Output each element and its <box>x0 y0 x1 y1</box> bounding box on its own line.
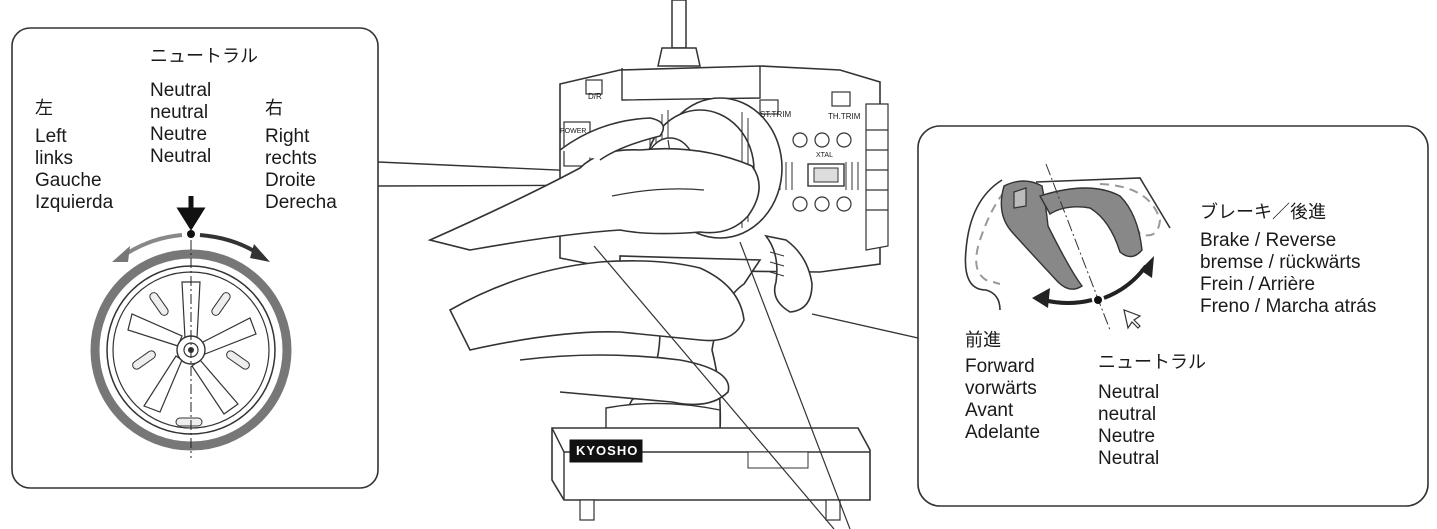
steer-left-fr: Gauche <box>35 170 102 191</box>
steering-callout <box>11 27 669 489</box>
throttle-neutral-es: Neutral <box>1098 448 1160 469</box>
pointer-icon <box>1123 309 1142 330</box>
forward-fr: Avant <box>965 400 1014 421</box>
power-label: POWER <box>560 128 587 135</box>
throttle-neutral-jp: ニュートラル <box>1098 352 1206 373</box>
brake-jp: ブレーキ／後進 <box>1200 202 1326 223</box>
forward-de: vorwärts <box>965 378 1037 399</box>
steer-right-labels: Right rechts Droite Derecha <box>265 126 337 214</box>
neutral-down-arrow <box>176 196 206 231</box>
steer-left-jp: 左 <box>35 98 53 119</box>
transmitter-body <box>427 0 919 529</box>
steer-right-de: rechts <box>265 148 317 169</box>
steer-left-en: Left <box>35 126 67 147</box>
throttle-neutral-en: Neutral <box>1098 382 1160 403</box>
throttle-neutral-labels: Neutral neutral Neutre Neutral <box>1098 382 1159 470</box>
steer-left-es: Izquierda <box>35 192 114 213</box>
brake-en: Brake / Reverse <box>1200 230 1337 251</box>
throttle-trigger <box>1000 180 1084 290</box>
brake-es: Freno / Marcha atrás <box>1200 296 1377 317</box>
steer-right-en: Right <box>265 126 310 147</box>
brake-de: bremse / rückwärts <box>1200 252 1361 273</box>
forward-es: Adelante <box>965 422 1041 443</box>
brand-logo: KYOSHO <box>576 443 639 458</box>
dr-label: D/R <box>588 92 602 101</box>
st-trim-label: ST.TRIM <box>760 110 792 119</box>
steer-neutral-fr: Neutre <box>150 124 208 145</box>
throttle-neutral-de: neutral <box>1098 404 1157 425</box>
throttle-neutral-fr: Neutre <box>1098 426 1156 447</box>
steering-wheel <box>90 240 292 458</box>
throttle-callout <box>917 125 1429 507</box>
forward-labels: Forward vorwärts Avant Adelante <box>965 356 1040 444</box>
steer-right-es: Derecha <box>265 192 337 213</box>
steer-left-de: links <box>35 148 74 169</box>
xtal-label: XTAL <box>816 152 833 159</box>
steer-neutral-de: neutral <box>150 102 209 123</box>
steer-neutral-labels: Neutral neutral Neutre Neutral <box>150 80 211 168</box>
brake-fr: Frein / Arrière <box>1200 274 1316 295</box>
th-trim-label: TH.TRIM <box>828 112 861 121</box>
steer-neutral-en: Neutral <box>150 80 212 101</box>
steer-right-fr: Droite <box>265 170 316 191</box>
forward-jp: 前進 <box>965 330 1001 351</box>
steer-right-jp: 右 <box>265 98 283 119</box>
steer-neutral-es: Neutral <box>150 146 212 167</box>
forward-en: Forward <box>965 356 1035 377</box>
brake-labels: Brake / Reverse bremse / rückwärts Frein… <box>1200 230 1376 318</box>
steer-neutral-jp: ニュートラル <box>150 46 258 67</box>
steer-left-labels: Left links Gauche Izquierda <box>35 126 113 214</box>
brand-plate <box>569 439 643 463</box>
